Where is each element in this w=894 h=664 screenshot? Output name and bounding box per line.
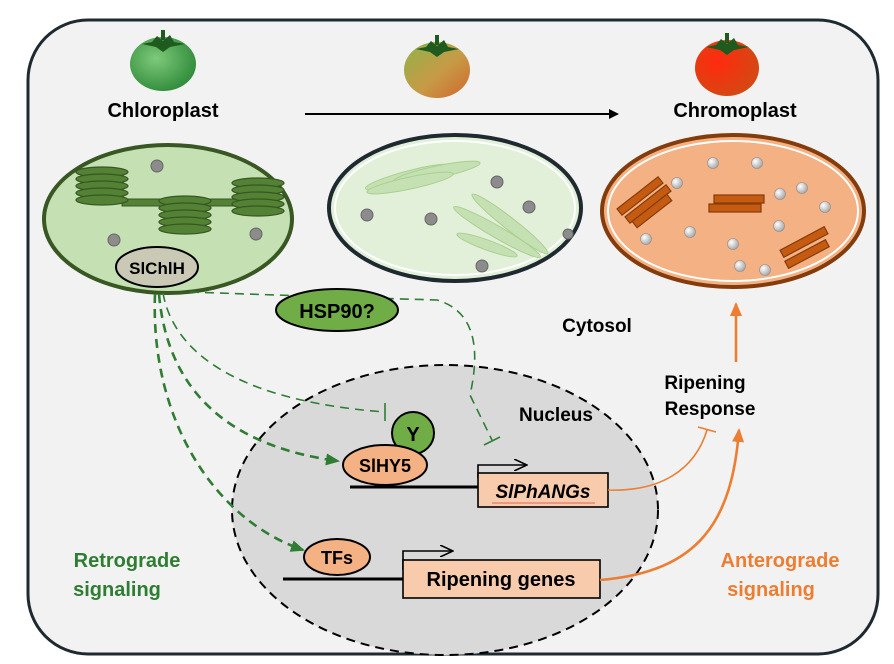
response-inhibition-bar	[697, 426, 717, 433]
chromoplast	[600, 133, 866, 289]
ripening-response-line1: Ripening	[664, 373, 745, 394]
chlh-to-y-path	[162, 292, 386, 413]
phangs-gene-box	[477, 472, 609, 508]
chlh-to-tfs-arrow	[153, 293, 305, 552]
grana-stack-left	[75, 166, 129, 206]
phangs-gene-label: SlPhANGs	[495, 482, 590, 503]
tfs-label: TFs	[321, 548, 353, 568]
chromoplast-label: Chromoplast	[673, 100, 797, 122]
nucleus	[231, 364, 659, 656]
grana-stack-middle	[158, 195, 212, 235]
slhy5-label: SlHY5	[359, 456, 411, 476]
chlh-to-hsp90-path	[189, 291, 493, 441]
anterograde-paths	[599, 302, 745, 582]
ripening-to-response-arrow	[599, 428, 745, 582]
y-label: Y	[406, 424, 420, 446]
tomato-turning-icon	[404, 35, 470, 98]
chloroplast	[42, 143, 294, 295]
hsp90-label: HSP90?	[299, 301, 375, 323]
phangs-inhibition-bar	[483, 436, 501, 446]
transitional-plastid	[327, 133, 583, 283]
slhy5-protein	[342, 444, 428, 486]
hsp90-protein	[275, 288, 399, 332]
tomato-red-icon	[695, 33, 759, 96]
retrograde-paths	[153, 291, 501, 552]
retrograde-label-line2: signaling	[73, 579, 161, 601]
retrograde-label-line1: Retrograde	[74, 550, 181, 572]
chloroplast-label: Chloroplast	[107, 100, 218, 122]
nucleus-label: Nucleus	[519, 405, 593, 426]
anterograde-label-line2: signaling	[727, 579, 815, 601]
phangs-to-response-inhibition	[607, 429, 708, 491]
grana-stack-right	[231, 177, 285, 217]
chlh-to-hy5-arrow	[157, 293, 340, 466]
tomato-green-icon	[130, 30, 196, 91]
tfs-protein	[303, 538, 371, 576]
cytosol-label: Cytosol	[562, 316, 632, 337]
slchlh-label: SlChlH	[129, 259, 185, 278]
ripening-response-line2: Response	[665, 399, 756, 420]
anterograde-label-line1: Anterograde	[721, 550, 840, 572]
slchlh-protein	[115, 246, 199, 288]
ripening-gene-label: Ripening genes	[427, 569, 576, 591]
